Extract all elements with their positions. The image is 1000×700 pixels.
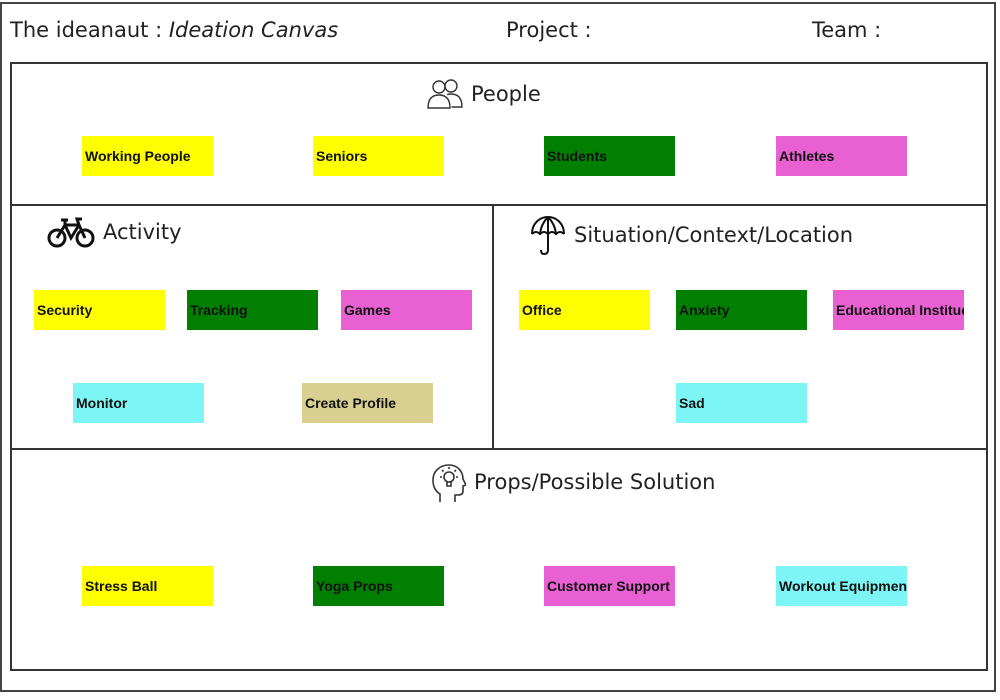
title-italic: Ideation Canvas [168, 18, 339, 42]
bicycle-icon [47, 214, 95, 250]
sticky-note[interactable]: Stress Ball [82, 566, 213, 606]
section-situation-title: Situation/Context/Location [530, 214, 853, 256]
title-prefix: The ideanaut : [10, 18, 169, 42]
ideation-canvas: People Working People Seniors Students A… [10, 62, 988, 671]
page-title: The ideanaut : Ideation Canvas [10, 18, 338, 42]
sticky-note[interactable]: Educational Institue [833, 290, 964, 330]
section-activity: Activity Security Tracking Games Monitor… [12, 206, 494, 450]
sticky-note[interactable]: Yoga Props [313, 566, 444, 606]
section-situation-label: Situation/Context/Location [574, 223, 854, 247]
people-icon [427, 78, 463, 110]
sticky-note[interactable]: Workout Equipments [776, 566, 907, 606]
section-props: Props/Possible Solution Stress Ball Yoga… [12, 450, 986, 669]
sticky-note[interactable]: Create Profile [302, 383, 433, 423]
sticky-note[interactable]: Tracking [187, 290, 318, 330]
sticky-note[interactable]: Monitor [73, 383, 204, 423]
section-people: People Working People Seniors Students A… [12, 64, 986, 206]
umbrella-icon [530, 214, 566, 256]
section-props-label: Props/Possible Solution [474, 470, 716, 494]
sticky-note[interactable]: Students [544, 136, 675, 176]
section-props-title: Props/Possible Solution [430, 460, 715, 504]
sticky-note[interactable]: Anxiety [676, 290, 807, 330]
sticky-note[interactable]: Seniors [313, 136, 444, 176]
section-people-label: People [471, 82, 541, 106]
sticky-note[interactable]: Security [34, 290, 165, 330]
head-lightbulb-icon [430, 460, 466, 504]
section-situation: Situation/Context/Location Office Anxiet… [494, 206, 986, 450]
sticky-note[interactable]: Office [519, 290, 650, 330]
section-activity-title: Activity [47, 214, 182, 250]
team-label: Team : [812, 18, 882, 42]
section-activity-label: Activity [103, 220, 182, 244]
sticky-note[interactable]: Customer Support [544, 566, 675, 606]
sticky-note[interactable]: Sad [676, 383, 807, 423]
sticky-note[interactable]: Working People [82, 136, 213, 176]
sticky-note[interactable]: Athletes [776, 136, 907, 176]
project-label: Project : [506, 18, 592, 42]
section-people-title: People [427, 78, 541, 110]
sticky-note[interactable]: Games [341, 290, 472, 330]
